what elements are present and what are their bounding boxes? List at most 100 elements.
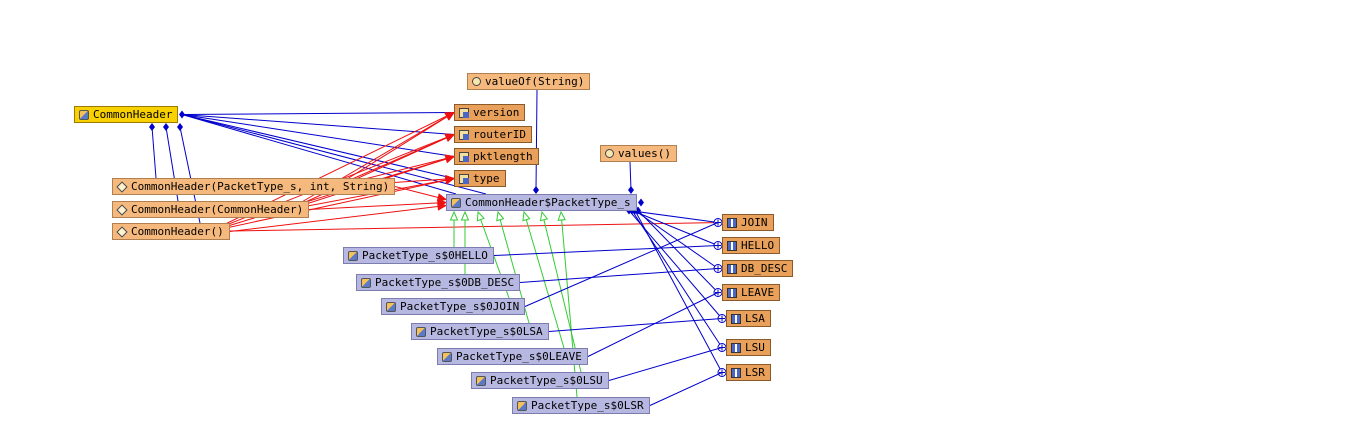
method-icon bbox=[605, 149, 614, 158]
reference-arrowhead bbox=[444, 154, 456, 164]
enum-literal-icon bbox=[727, 263, 737, 274]
node-label: LSA bbox=[745, 312, 765, 325]
reference-line bbox=[288, 134, 455, 210]
literal-link-line bbox=[587, 292, 719, 357]
constructor-node-full[interactable]: CommonHeader(PacketType_s, int, String) bbox=[112, 178, 396, 195]
node-label: CommonHeader(PacketType_s, int, String) bbox=[131, 180, 390, 193]
node-label: PacketType_s$0DB_DESC bbox=[375, 276, 515, 289]
composition-diamond bbox=[179, 110, 185, 119]
node-label: CommonHeader bbox=[93, 108, 173, 121]
containment-line bbox=[181, 114, 457, 195]
node-label: LSR bbox=[745, 366, 765, 379]
node-label: valueOf(String) bbox=[485, 75, 585, 88]
class-icon bbox=[348, 250, 358, 261]
enum-literal-icon bbox=[727, 240, 737, 251]
subclass-node-join[interactable]: PacketType_s$0JOIN bbox=[381, 298, 526, 315]
containment-line bbox=[535, 89, 538, 191]
enum-literal-icon bbox=[731, 313, 741, 324]
reference-arrowhead bbox=[436, 193, 448, 202]
subclass-node-leave[interactable]: PacketType_s$0LEAVE bbox=[437, 348, 588, 365]
containment-line bbox=[181, 114, 455, 157]
reference-line bbox=[229, 222, 723, 232]
inheritance-arrowhead bbox=[496, 210, 505, 222]
constructor-icon bbox=[116, 180, 128, 193]
inheritance-arrowhead bbox=[476, 210, 485, 222]
subclass-node-hello[interactable]: PacketType_s$0HELLO bbox=[343, 247, 494, 264]
literal-link-line bbox=[524, 222, 719, 307]
subclass-node-lsu[interactable]: PacketType_s$0LSU bbox=[471, 372, 609, 389]
enum-literal-lsu[interactable]: LSU bbox=[726, 339, 771, 356]
composition-diamond bbox=[149, 123, 155, 131]
containment-line bbox=[181, 114, 455, 135]
subclass-node-lsa[interactable]: PacketType_s$0LSA bbox=[411, 323, 549, 340]
reference-line bbox=[308, 202, 447, 210]
field-icon bbox=[459, 129, 469, 140]
reference-arrowhead bbox=[444, 176, 456, 185]
reference-arrowhead bbox=[444, 133, 456, 142]
node-label: JOIN bbox=[741, 216, 768, 229]
composition-diamond bbox=[533, 186, 539, 194]
node-label: DB_DESC bbox=[741, 262, 788, 275]
enum-literal-lsa[interactable]: LSA bbox=[726, 310, 771, 327]
field-node-pktlength[interactable]: pktlength bbox=[454, 148, 539, 165]
containment-line bbox=[151, 126, 157, 179]
literal-link-line bbox=[548, 318, 723, 332]
node-label: CommonHeader() bbox=[131, 225, 224, 238]
containment-line bbox=[629, 161, 632, 191]
literal-link-line bbox=[649, 372, 723, 406]
enum-literal-hello[interactable]: HELLO bbox=[722, 237, 781, 254]
literal-link-line bbox=[608, 347, 723, 381]
class-icon bbox=[476, 375, 486, 386]
enum-literal-icon bbox=[727, 217, 737, 228]
enum-literal-db-desc[interactable]: DB_DESC bbox=[722, 260, 794, 277]
method-node-values[interactable]: values() bbox=[600, 145, 677, 162]
enum-literal-lsr[interactable]: LSR bbox=[726, 364, 771, 381]
constructor-node-default[interactable]: CommonHeader() bbox=[112, 223, 230, 240]
inheritance-arrowhead bbox=[460, 210, 470, 221]
node-label: PacketType_s$0LSR bbox=[531, 399, 644, 412]
enum-literal-icon bbox=[731, 342, 741, 353]
inheritance-line bbox=[523, 211, 565, 349]
node-label: PacketType_s$0JOIN bbox=[400, 300, 520, 313]
node-label: routerID bbox=[473, 128, 526, 141]
class-icon bbox=[79, 109, 89, 120]
containment-line bbox=[631, 210, 719, 246]
field-node-type[interactable]: type bbox=[454, 170, 506, 187]
field-icon bbox=[459, 173, 469, 184]
class-node-commonheader[interactable]: CommonHeader bbox=[74, 106, 179, 123]
enum-literal-icon bbox=[727, 287, 737, 298]
constructor-node-copy[interactable]: CommonHeader(CommonHeader) bbox=[112, 201, 310, 218]
containment-line bbox=[634, 210, 719, 269]
class-icon bbox=[416, 326, 426, 337]
method-node-valueof[interactable]: valueOf(String) bbox=[467, 73, 591, 90]
field-icon bbox=[459, 107, 469, 118]
inheritance-line bbox=[560, 211, 578, 398]
node-label: PacketType_s$0LSA bbox=[430, 325, 543, 338]
composition-diamond bbox=[163, 123, 169, 131]
class-node-packettype[interactable]: CommonHeader$PacketType_s bbox=[446, 194, 637, 211]
composition-diamond bbox=[638, 198, 644, 207]
class-icon bbox=[451, 197, 461, 208]
inheritance-arrowhead bbox=[539, 210, 549, 222]
method-icon bbox=[472, 77, 481, 86]
containment-line bbox=[628, 210, 719, 223]
composition-diamond bbox=[177, 123, 183, 131]
node-label: PacketType_s$0LSU bbox=[490, 374, 603, 387]
field-node-routerid[interactable]: routerID bbox=[454, 126, 532, 143]
subclass-node-db-desc[interactable]: PacketType_s$0DB_DESC bbox=[356, 274, 521, 291]
inheritance-line bbox=[541, 211, 582, 373]
node-label: LSU bbox=[745, 341, 765, 354]
enum-literal-join[interactable]: JOIN bbox=[722, 214, 774, 231]
node-label: CommonHeader(CommonHeader) bbox=[131, 203, 304, 216]
node-label: LEAVE bbox=[741, 286, 775, 299]
node-label: values() bbox=[618, 147, 671, 160]
field-node-version[interactable]: version bbox=[454, 104, 526, 121]
containment-line bbox=[637, 210, 719, 293]
containment-line bbox=[181, 112, 455, 115]
field-icon bbox=[459, 151, 469, 162]
inheritance-arrowhead bbox=[557, 210, 566, 221]
enum-literal-leave[interactable]: LEAVE bbox=[722, 284, 781, 301]
class-icon bbox=[517, 400, 527, 411]
subclass-node-lsr[interactable]: PacketType_s$0LSR bbox=[512, 397, 650, 414]
